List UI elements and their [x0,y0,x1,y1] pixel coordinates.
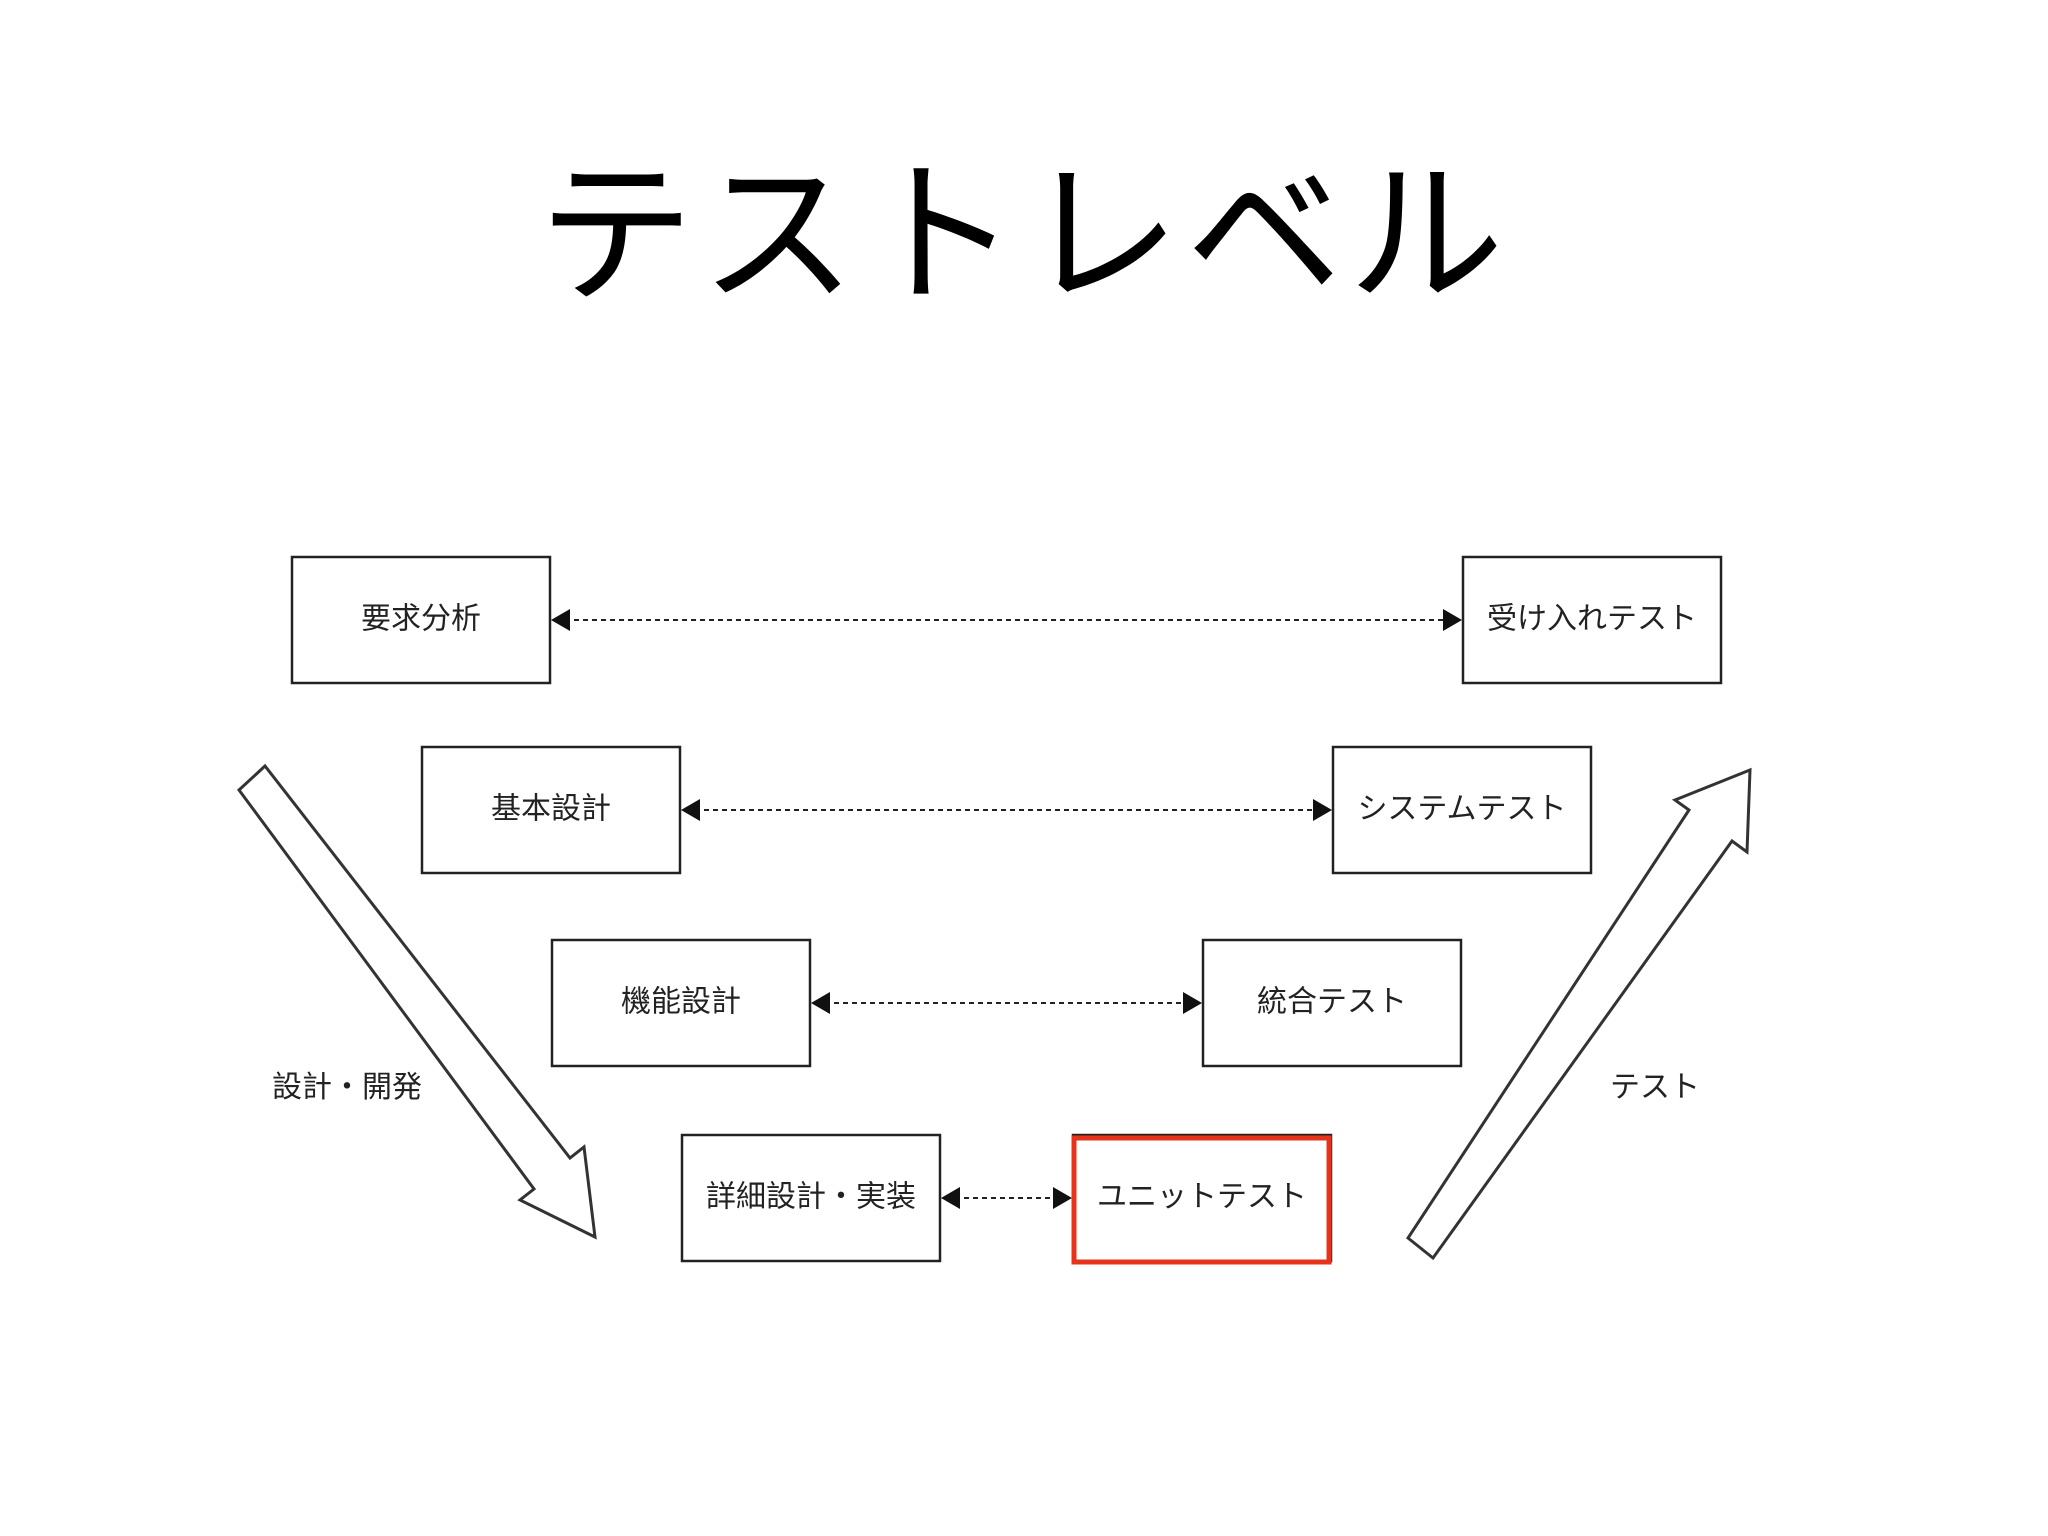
design-label: 機能設計 [621,985,741,1020]
test-label: 統合テスト [1257,985,1407,1020]
test-box [1071,1133,1333,1263]
right-arrow-label: テスト [1610,1070,1700,1105]
test-label: ユニットテスト [1097,1180,1307,1215]
arrowhead-right-icon [1183,992,1202,1014]
test-box [1461,555,1723,685]
highlight-frame [1071,1135,1332,1265]
test-label: システムテスト [1357,792,1566,827]
level-row: 要求分析 受け入れテスト [290,555,1723,685]
test-box [1201,938,1463,1068]
level-row: 機能設計 統合テスト [550,938,1463,1068]
arrowhead-right-icon [1313,799,1332,821]
design-box [290,555,552,685]
design-label: 要求分析 [361,602,481,637]
design-box [420,745,682,875]
arrowhead-left-icon [941,1187,960,1209]
design-box [680,1133,942,1263]
design-label: 詳細設計・実装 [706,1180,916,1215]
level-row: 基本設計 システムテスト [420,745,1593,875]
down-right-arrow-icon [236,763,597,1240]
test-label: 受け入れテスト [1487,602,1697,637]
design-box [550,938,812,1068]
design-label: 基本設計 [491,792,611,827]
arrowhead-right-icon [1443,609,1462,631]
test-box [1331,745,1593,875]
up-right-arrow-icon [1405,767,1752,1261]
slide-title: テストレベル [538,144,1510,326]
arrowhead-right-icon [1053,1187,1072,1209]
left-arrow-label: 設計・開発 [272,1070,422,1105]
arrowhead-left-icon [551,609,570,631]
arrowhead-left-icon [811,992,830,1014]
level-row: 詳細設計・実装 ユニットテスト [680,1133,1333,1265]
arrowhead-left-icon [681,799,700,821]
